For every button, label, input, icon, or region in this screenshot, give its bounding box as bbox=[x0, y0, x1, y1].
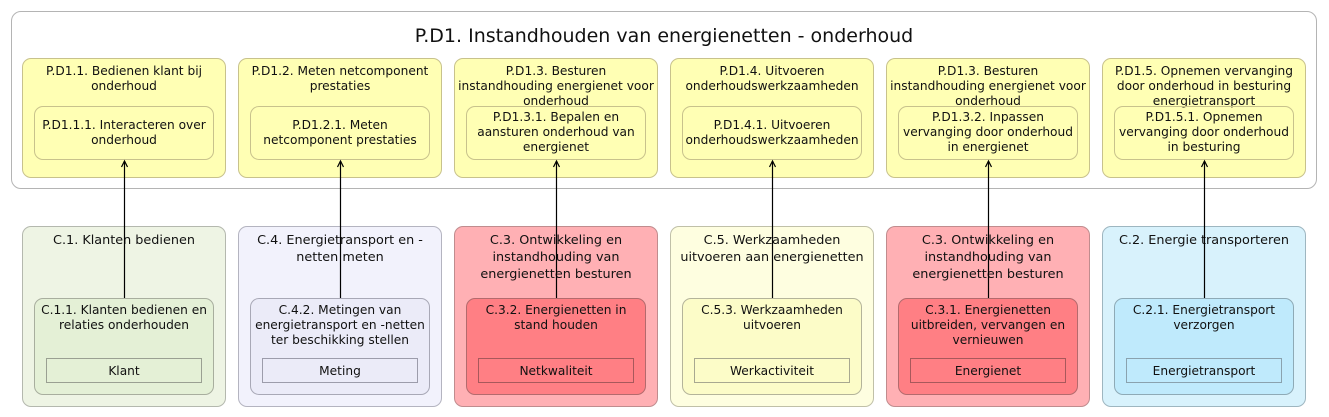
subprocess-p-d1-3-1[interactable]: P.D1.3.1. Bepalen en aansturen onderhoud… bbox=[466, 106, 646, 160]
subcapability-title: C.2.1. Energietransport verzorgen bbox=[1132, 303, 1276, 332]
process-title: P.D1.3. Besturen instandhouding energien… bbox=[458, 64, 654, 108]
entity-werkactiviteit[interactable]: Werkactiviteit bbox=[694, 358, 850, 383]
subcapability-c-3-1[interactable]: C.3.1. Energienetten uitbreiden, vervang… bbox=[898, 298, 1078, 395]
entity-energienet[interactable]: Energienet bbox=[910, 358, 1066, 383]
subprocess-p-d1-5-1[interactable]: P.D1.5.1. Opnemen vervanging door onderh… bbox=[1114, 106, 1294, 160]
subcapability-title: C.5.3. Werkzaamheden uitvoeren bbox=[701, 303, 843, 332]
subcapability-c-5-3[interactable]: C.5.3. Werkzaamheden uitvoeren Werkactiv… bbox=[682, 298, 862, 395]
subcapability-title: C.1.1. Klanten bedienen en relaties onde… bbox=[41, 303, 207, 332]
process-p-d1-2[interactable]: P.D1.2. Meten netcomponent prestaties P.… bbox=[238, 58, 442, 178]
subcapability-title: C.4.2. Metingen van energietransport en … bbox=[255, 303, 425, 347]
process-p-d1-5[interactable]: P.D1.5. Opnemen vervanging door onderhou… bbox=[1102, 58, 1306, 178]
entity-netkwaliteit[interactable]: Netkwaliteit bbox=[478, 358, 634, 383]
entity-energietransport[interactable]: Energietransport bbox=[1126, 358, 1282, 383]
subcapability-title: C.3.2. Energienetten in stand houden bbox=[485, 303, 627, 332]
process-p-d1-4[interactable]: P.D1.4. Uitvoeren onderhoudswerkzaamhede… bbox=[670, 58, 874, 178]
process-p-d1-3-b[interactable]: P.D1.3. Besturen instandhouding energien… bbox=[886, 58, 1090, 178]
capability-c-3-b[interactable]: C.3. Ontwikkeling en instandhouding van … bbox=[886, 226, 1090, 407]
capability-c-5[interactable]: C.5. Werkzaamheden uitvoeren aan energie… bbox=[670, 226, 874, 407]
capability-title: C.1. Klanten bedienen bbox=[53, 233, 195, 248]
subcapability-c-2-1[interactable]: C.2.1. Energietransport verzorgen Energi… bbox=[1114, 298, 1294, 395]
capability-c-1[interactable]: C.1. Klanten bedienen C.1.1. Klanten bed… bbox=[22, 226, 226, 407]
capability-title: C.5. Werkzaamheden uitvoeren aan energie… bbox=[680, 233, 864, 265]
subprocess-p-d1-2-1[interactable]: P.D1.2.1. Meten netcomponent prestaties bbox=[250, 106, 430, 160]
capability-title: C.3. Ontwikkeling en instandhouding van … bbox=[912, 233, 1064, 282]
entity-klant[interactable]: Klant bbox=[46, 358, 202, 383]
process-title: P.D1.4. Uitvoeren onderhoudswerkzaamhede… bbox=[685, 64, 859, 93]
subprocess-p-d1-1-1[interactable]: P.D1.1.1. Interacteren over onderhoud bbox=[34, 106, 214, 160]
subcapability-title: C.3.1. Energienetten uitbreiden, vervang… bbox=[910, 303, 1066, 347]
subcapability-c-3-2[interactable]: C.3.2. Energienetten in stand houden Net… bbox=[466, 298, 646, 395]
process-p-d1-3-a[interactable]: P.D1.3. Besturen instandhouding energien… bbox=[454, 58, 658, 178]
process-title: P.D1.5. Opnemen vervanging door onderhou… bbox=[1114, 64, 1294, 108]
subcapability-c-1-1[interactable]: C.1.1. Klanten bedienen en relaties onde… bbox=[34, 298, 214, 395]
entity-meting[interactable]: Meting bbox=[262, 358, 418, 383]
process-group-p-d1: P.D1. Instandhouden van energienetten - … bbox=[11, 11, 1317, 189]
capability-c-3-a[interactable]: C.3. Ontwikkeling en instandhouding van … bbox=[454, 226, 658, 407]
subcapability-c-4-2[interactable]: C.4.2. Metingen van energietransport en … bbox=[250, 298, 430, 395]
capability-title: C.2. Energie transporteren bbox=[1119, 233, 1289, 248]
process-p-d1-1[interactable]: P.D1.1. Bedienen klant bij onderhoud P.D… bbox=[22, 58, 226, 178]
capability-c-4[interactable]: C.4. Energietransport en -netten meten C… bbox=[238, 226, 442, 407]
capability-title: C.3. Ontwikkeling en instandhouding van … bbox=[480, 233, 632, 282]
process-title: P.D1.1. Bedienen klant bij onderhoud bbox=[46, 64, 202, 93]
process-title: P.D1.3. Besturen instandhouding energien… bbox=[890, 64, 1086, 108]
process-group-title: P.D1. Instandhouden van energienetten - … bbox=[414, 25, 914, 47]
subprocess-p-d1-4-1[interactable]: P.D1.4.1. Uitvoeren onderhoudswerkzaamhe… bbox=[682, 106, 862, 160]
process-title: P.D1.2. Meten netcomponent prestaties bbox=[251, 64, 429, 93]
subprocess-p-d1-3-2[interactable]: P.D1.3.2. Inpassen vervanging door onder… bbox=[898, 106, 1078, 160]
capability-title: C.4. Energietransport en -netten meten bbox=[257, 233, 423, 265]
capability-c-2[interactable]: C.2. Energie transporteren C.2.1. Energi… bbox=[1102, 226, 1306, 407]
